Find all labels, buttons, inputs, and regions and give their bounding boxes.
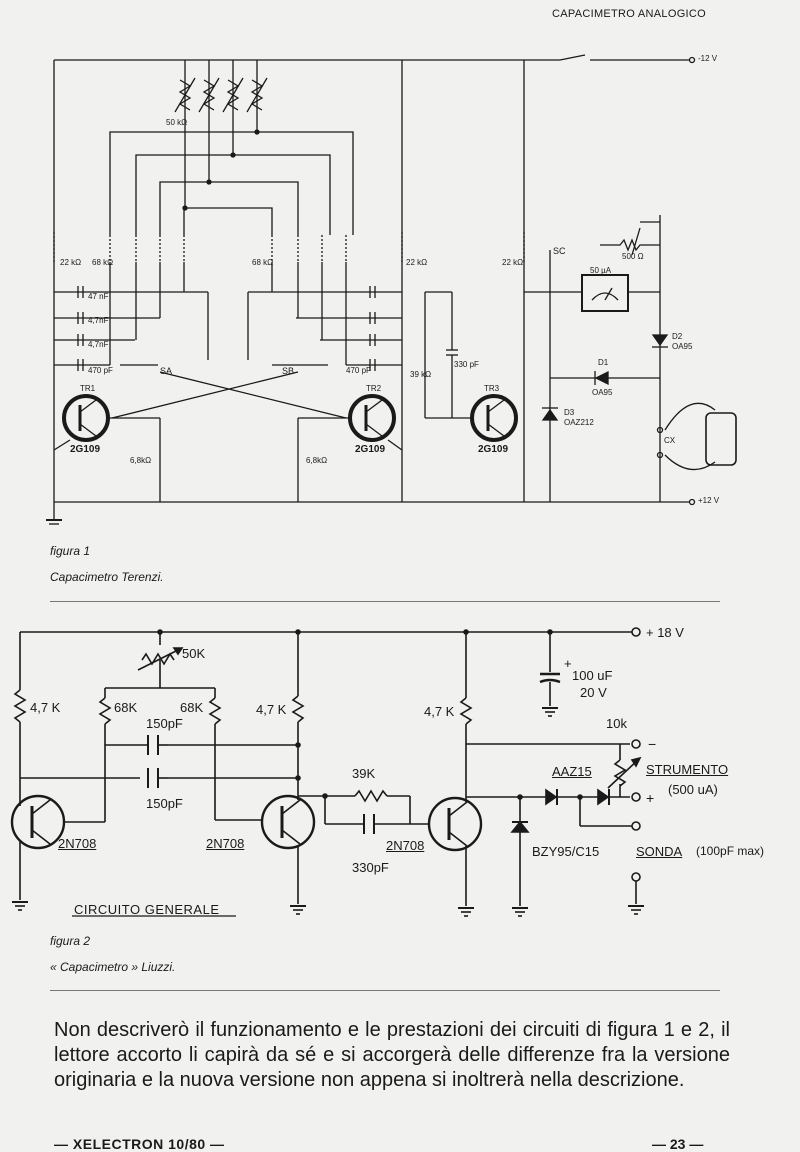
fig2-c330: 330pF <box>352 860 389 875</box>
fig2-r47b: 4,7 K <box>256 702 287 717</box>
fig1-r39: 39 kΩ <box>410 370 432 379</box>
fig1-r22-right: 22 kΩ <box>502 258 524 267</box>
fig2-cap-plus: + <box>564 656 572 671</box>
fig1-tr2: TR2 <box>366 384 382 393</box>
fig2-zener: BZY95/C15 <box>532 844 600 859</box>
fig1-cap470-right: 470 pF <box>346 366 371 375</box>
fig1-transistor-tr2 <box>348 394 396 442</box>
figure1-caption: Capacimetro Terenzi. <box>50 570 164 584</box>
fig1-r68-right: 68 kΩ <box>252 258 274 267</box>
fig1-d2: D2 <box>672 332 683 341</box>
fig2-transistor-q3 <box>427 796 483 852</box>
fig1-cap47: 47 nF <box>88 292 109 301</box>
fig1-transistor-tr1 <box>62 394 110 442</box>
fig2-c150b: 150pF <box>146 796 183 811</box>
divider-1 <box>50 601 720 602</box>
fig2-supply: + 18 V <box>646 625 684 640</box>
fig2-pot10k: 10k <box>606 716 627 731</box>
fig2-meter: STRUMENTO <box>646 762 729 777</box>
fig1-switch-b: SB <box>282 366 295 376</box>
fig2-cap: 100 uF <box>572 668 613 683</box>
fig2-r47a: 4,7 K <box>30 700 61 715</box>
fig1-switch-a: SA <box>160 366 173 376</box>
fig1-tr3: TR3 <box>484 384 500 393</box>
fig2-q3: 2N708 <box>386 838 425 853</box>
fig1-meter <box>581 274 629 312</box>
fig2-meter-minus: − <box>648 736 657 752</box>
fig1-cx: CX <box>664 436 676 445</box>
figure1-schematic <box>46 54 737 525</box>
fig1-cap4700-b: 4,7nF <box>88 340 109 349</box>
fig1-r68-left: 68 kΩ <box>92 258 114 267</box>
fig1-tr1: TR1 <box>80 384 96 393</box>
fig1-d1-type: OA95 <box>592 388 613 397</box>
body-paragraph: Non descriverò il funzionamento e le pre… <box>54 1019 730 1091</box>
fig1-d2-type: OA95 <box>672 342 693 351</box>
fig1-r68k8-left: 6,8kΩ <box>130 456 152 465</box>
fig1-r22-left: 22 kΩ <box>60 258 82 267</box>
fig1-pos-supply: +12 V <box>698 496 720 505</box>
fig2-r39: 39K <box>352 766 376 781</box>
fig1-neg-supply: -12 V <box>698 54 718 63</box>
fig1-d3: D3 <box>564 408 575 417</box>
fig2-cap-v: 20 V <box>580 685 607 700</box>
fig2-probe-range: (100pF max) <box>696 844 765 858</box>
fig1-pot500: 500 Ω <box>622 252 644 261</box>
fig1-d1: D1 <box>598 358 609 367</box>
figure1-label: figura 1 <box>50 544 91 558</box>
footer-magazine: — XELECTRON 10/80 — <box>54 1136 225 1152</box>
fig1-meter-label: 50 µA <box>590 266 612 275</box>
fig1-tr3-type: 2G109 <box>478 444 509 455</box>
fig1-r22-mid: 22 kΩ <box>406 258 428 267</box>
footer-page-number: — 23 — <box>652 1136 704 1152</box>
fig1-tr1-type: 2G109 <box>70 444 101 455</box>
fig1-cap4700-a: 4,7nF <box>88 316 109 325</box>
fig2-transistor-q1 <box>10 794 66 850</box>
fig1-r68k8-right: 6,8kΩ <box>306 456 328 465</box>
figure2-caption: « Capacimetro » Liuzzi. <box>50 960 176 974</box>
fig1-cap470-left: 470 pF <box>88 366 113 375</box>
fig2-meter-range: (500 uA) <box>668 782 718 797</box>
divider-2 <box>50 990 720 991</box>
running-head: CAPACIMETRO ANALOGICO <box>552 8 707 20</box>
fig1-switch-c: SC <box>553 246 566 256</box>
fig2-transistor-q2 <box>260 794 316 850</box>
fig2-r47c: 4,7 K <box>424 704 455 719</box>
fig2-meter-plus: + <box>646 790 655 806</box>
fig2-q2: 2N708 <box>206 836 245 851</box>
fig1-pot-label: 50 kΩ <box>166 118 188 127</box>
fig1-transistor-tr3 <box>470 394 518 442</box>
fig2-r68b: 68K <box>180 700 204 715</box>
fig2-q1: 2N708 <box>58 836 97 851</box>
fig2-probe: SONDA <box>636 844 683 859</box>
fig1-d3-type: OAZ212 <box>564 418 594 427</box>
fig1-c330: 330 pF <box>454 360 479 369</box>
fig2-pot: 50K <box>182 646 206 661</box>
fig2-r68a: 68K <box>114 700 138 715</box>
fig2-title: CIRCUITO GENERALE <box>74 902 220 917</box>
figure2-label: figura 2 <box>50 934 91 948</box>
fig1-tr2-type: 2G109 <box>355 444 386 455</box>
fig2-c150a: 150pF <box>146 716 183 731</box>
fig2-diode: AAZ15 <box>552 764 592 779</box>
fig1-pot-bank <box>174 60 268 210</box>
